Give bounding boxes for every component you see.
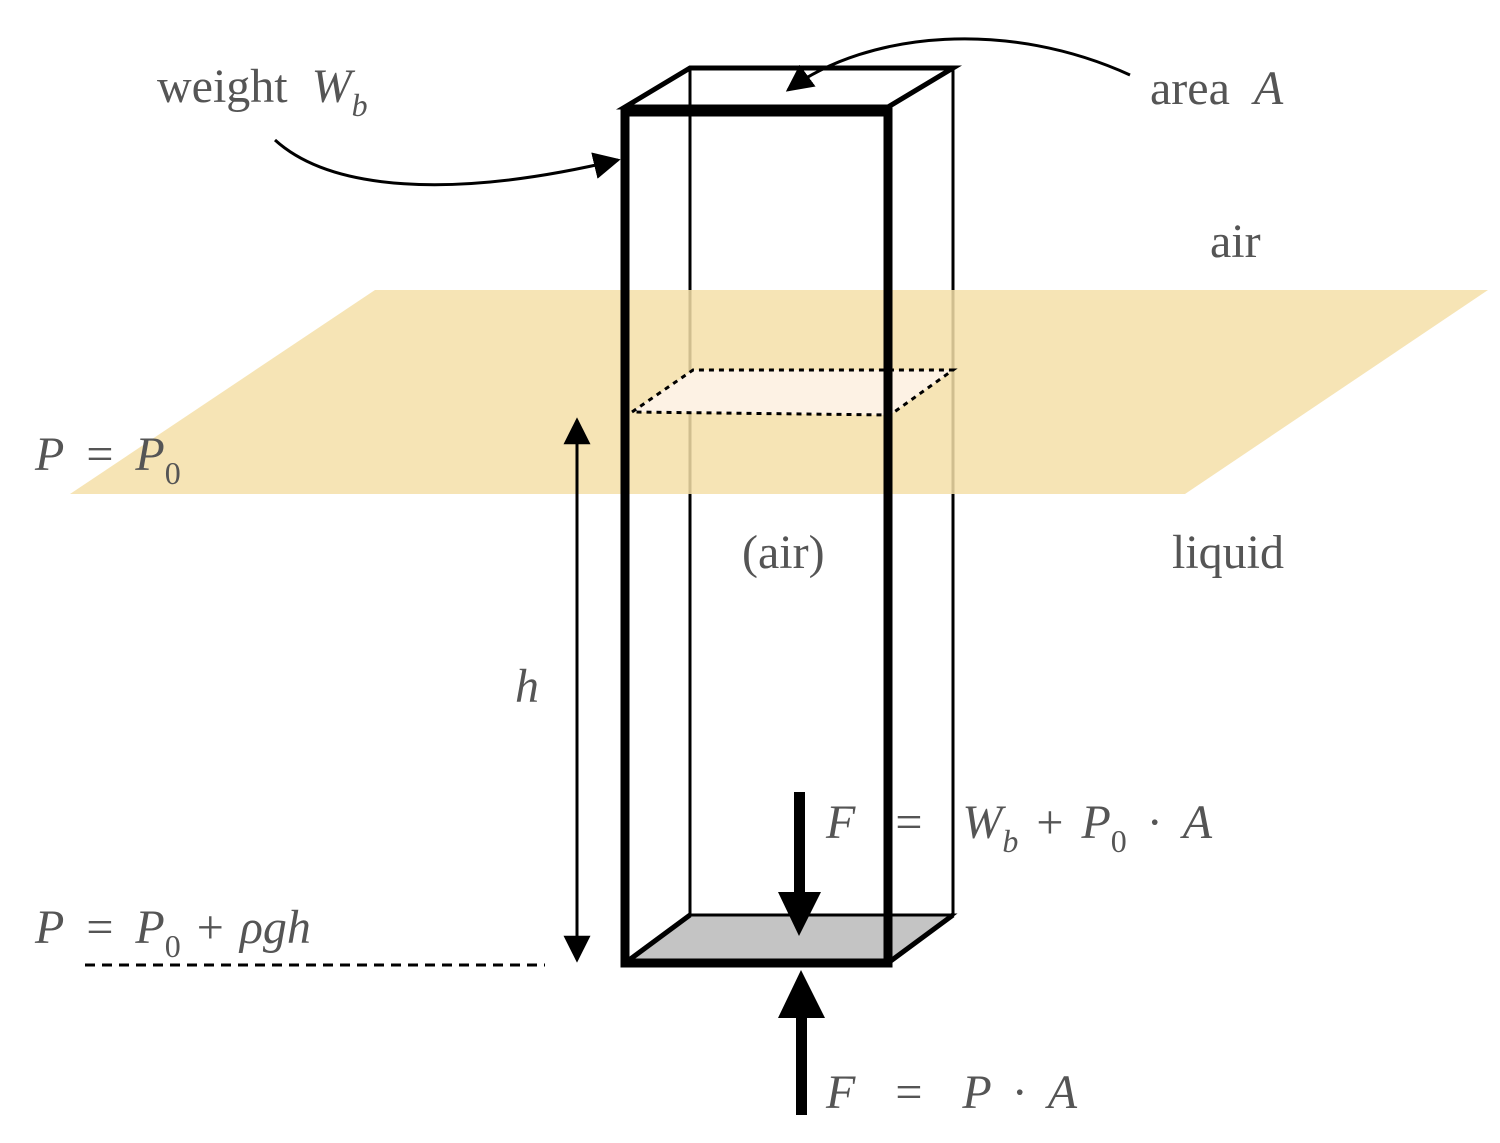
liquid-label: liquid bbox=[1172, 526, 1284, 579]
depth-pressure-label: P = P0 + ρgh bbox=[34, 901, 311, 968]
area-label: area A bbox=[1150, 62, 1284, 115]
box-front-edges bbox=[620, 107, 893, 968]
force-down-label: F = Wb + P0 · A bbox=[825, 796, 1213, 863]
box-bottom-face bbox=[620, 913, 958, 965]
box-side-edges bbox=[623, 912, 955, 966]
air-inside-label: (air) bbox=[742, 526, 825, 579]
force-up-arrow bbox=[778, 970, 825, 1115]
force-down-arrow bbox=[778, 792, 821, 936]
air-label: air bbox=[1210, 215, 1261, 268]
depth-h-label: h bbox=[515, 660, 539, 713]
weight-label: weight Wb bbox=[157, 60, 368, 123]
inner-waterline bbox=[627, 368, 958, 417]
surface-pressure-label: P = P0 bbox=[34, 428, 181, 491]
weight-pointer-arrow bbox=[273, 138, 621, 187]
area-pointer-arrow bbox=[785, 37, 1131, 92]
force-up-label: F = P · A bbox=[825, 1066, 1078, 1119]
